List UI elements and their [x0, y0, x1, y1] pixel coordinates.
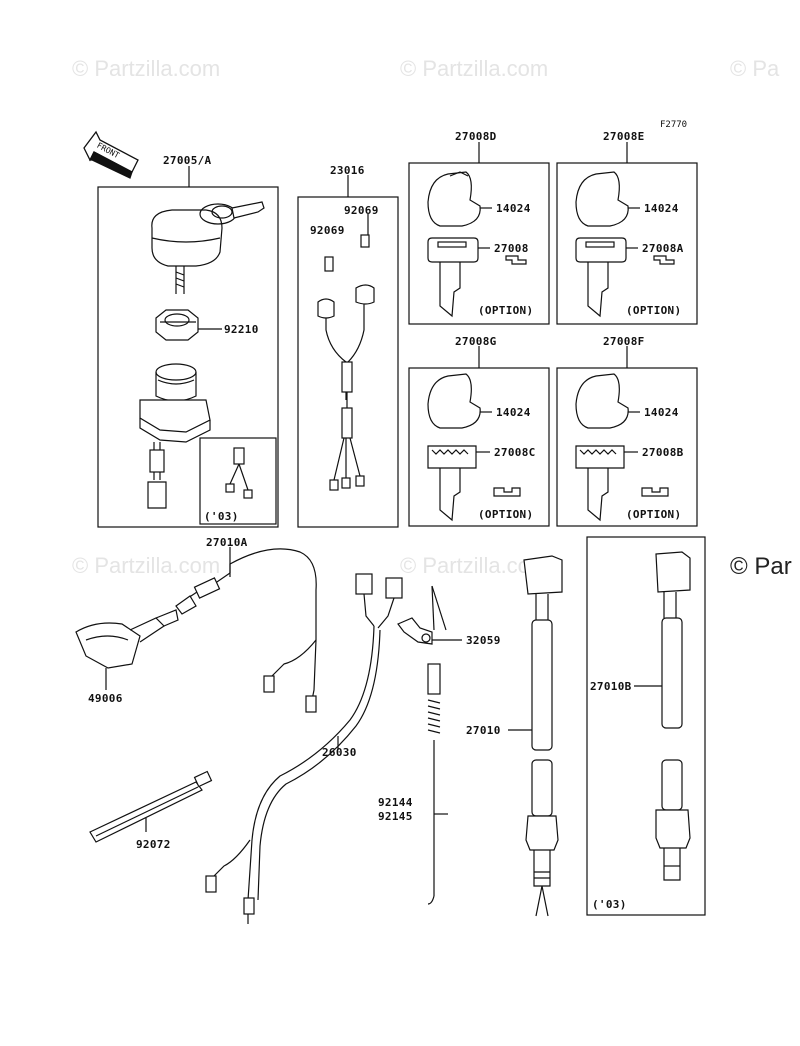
cap-49006-icon — [75, 609, 179, 690]
part-label-14024[interactable]: 14024 — [644, 202, 679, 215]
part-label-27010[interactable]: 27010 — [466, 724, 501, 737]
watermark: © Partzilla.com — [72, 56, 221, 81]
part-label-27010A[interactable]: 27010A — [206, 536, 248, 549]
part-label-27008C[interactable]: 27008C — [494, 446, 536, 459]
part-label-27005A[interactable]: 27005/A — [163, 154, 212, 167]
part-label-92210[interactable]: 92210 — [224, 323, 259, 336]
part-label-27008A[interactable]: 27008A — [642, 242, 684, 255]
year-note: ('03) — [592, 898, 627, 911]
option-note: (OPTION) — [626, 508, 682, 521]
nut-icon — [155, 309, 199, 341]
watermark: © Partzilla.com — [400, 56, 549, 81]
ignition-switch-body-icon — [139, 363, 211, 509]
part-label-27008F[interactable]: 27008F — [603, 335, 645, 348]
part-label-32059[interactable]: 32059 — [466, 634, 501, 647]
cable-tie-92072-icon — [89, 770, 213, 843]
part-label-27008G[interactable]: 27008G — [455, 335, 497, 348]
part-label-14024[interactable]: 14024 — [496, 202, 531, 215]
key-kit-27008D-icon — [427, 171, 527, 318]
part-label-27008E[interactable]: 27008E — [603, 130, 645, 143]
key-kit-27008G-icon — [427, 373, 521, 522]
bracket-32059-icon — [397, 585, 462, 645]
part-label-92069[interactable]: 92069 — [310, 224, 345, 237]
part-label-49006[interactable]: 49006 — [88, 692, 123, 705]
watermark: © Partzilla.com — [72, 553, 221, 578]
part-label-27008D[interactable]: 27008D — [455, 130, 497, 143]
box-27005 — [97, 186, 279, 528]
option-note: (OPTION) — [478, 508, 534, 521]
cable-27010A-icon — [175, 547, 317, 713]
part-label-27010B[interactable]: 27010B — [590, 680, 632, 693]
year-note: ('03) — [204, 510, 239, 523]
watermark: © Partzilla.com — [400, 553, 549, 578]
harness-26030-icon — [205, 573, 403, 924]
key-kit-27008E-icon — [575, 171, 675, 318]
figure-code: F2770 — [660, 120, 688, 130]
key-kit-27008F-icon — [575, 373, 669, 522]
spring-rod-icon — [427, 663, 448, 905]
watermark: © Pa — [730, 56, 780, 81]
connector-inset-icon — [225, 447, 253, 499]
ignition-key-icon — [151, 201, 265, 294]
part-label-14024[interactable]: 14024 — [644, 406, 679, 419]
part-label-92069[interactable]: 92069 — [344, 204, 379, 217]
box-27010B — [586, 536, 706, 916]
harness-23016-icon — [317, 234, 375, 491]
part-label-23016[interactable]: 23016 — [330, 164, 365, 177]
watermark-dark: © Par — [730, 553, 792, 580]
option-note: (OPTION) — [478, 304, 534, 317]
part-label-92145[interactable]: 92145 — [378, 810, 413, 823]
part-label-92144[interactable]: 92144 — [378, 796, 413, 809]
part-label-27008[interactable]: 27008 — [494, 242, 529, 255]
part-label-26030[interactable]: 26030 — [322, 746, 357, 759]
switch-27010B-icon — [634, 551, 691, 881]
switch-27010-icon — [508, 555, 563, 917]
box-03-inset — [199, 437, 277, 525]
part-label-14024[interactable]: 14024 — [496, 406, 531, 419]
option-note: (OPTION) — [626, 304, 682, 317]
front-arrow-icon — [83, 130, 139, 179]
part-label-92072[interactable]: 92072 — [136, 838, 171, 851]
part-label-27008B[interactable]: 27008B — [642, 446, 684, 459]
